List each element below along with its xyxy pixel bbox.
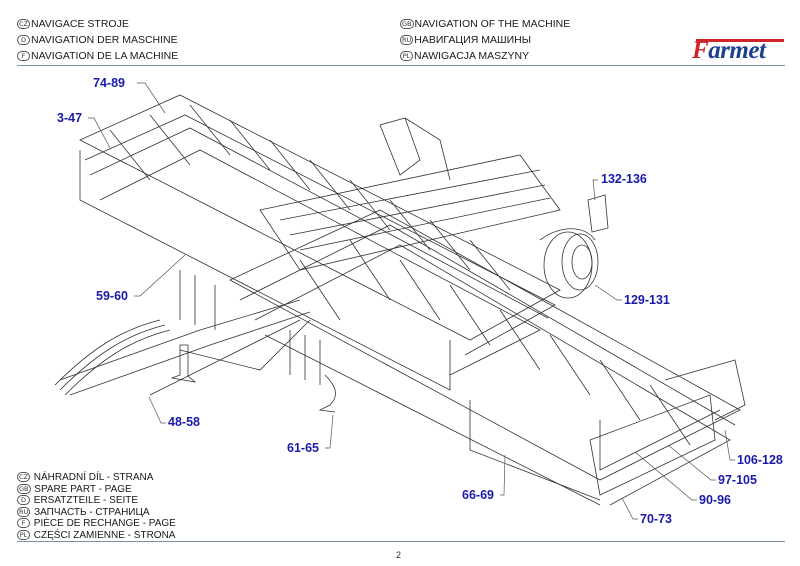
callout-97-105[interactable]: 97-105 <box>718 473 757 487</box>
lang-badge-cz: CZ <box>17 19 30 29</box>
callout-59-60[interactable]: 59-60 <box>96 289 128 303</box>
lang-badge-ru: RU <box>17 506 31 517</box>
leader-70-73 <box>621 497 638 520</box>
lang-badge-d: D <box>17 35 30 45</box>
lang-badge-ru: RU <box>400 35 414 45</box>
leader-59-60 <box>134 254 186 297</box>
callout-3-47[interactable]: 3-47 <box>57 111 83 125</box>
leader-90-96 <box>634 451 697 501</box>
callout-90-96[interactable]: 90-96 <box>699 493 731 507</box>
legend-gb: GB SPARE PART - PAGE <box>17 483 132 496</box>
leader-3-47 <box>88 117 111 149</box>
lang-badge-pl: PL <box>17 529 30 540</box>
header-text-cz: NAVIGACE STROJE <box>31 18 129 30</box>
legend-cz: CZ NÁHRADNÍ DÍL - STRANA <box>17 472 153 484</box>
logo-letters: armet <box>708 37 766 64</box>
callout-129-131[interactable]: 129-131 <box>624 293 670 307</box>
legend-text-d: ERSATZTEILE - SEITE <box>33 495 139 506</box>
farmet-logo: Farmet <box>692 35 785 65</box>
legend-text-ru: ЗАПЧАСТЬ - СТРАНИЦА <box>34 506 150 518</box>
legend-text-cz: NÁHRADNÍ DÍL - STRANA <box>33 472 154 483</box>
logo-text: Farmet <box>692 37 766 65</box>
header-text-pl: NAWIGACJA MASZYNY <box>414 50 530 62</box>
callout-48-58[interactable]: 48-58 <box>168 415 200 429</box>
legend-text-pl: CZĘŚCI ZAMIENNE - STRONA <box>33 529 176 541</box>
leader-66-69 <box>500 454 506 496</box>
logo-red-bar <box>696 39 784 42</box>
leader-lines <box>88 82 735 520</box>
lang-badge-f: F <box>17 51 30 61</box>
callout-66-69[interactable]: 66-69 <box>462 488 494 502</box>
lang-badge-gb: GB <box>17 483 31 494</box>
header-text-d: NAVIGATION DER MASCHINE <box>31 34 178 46</box>
legend-text-f: PIÈCE DE RECHANGE - PAGE <box>33 518 176 529</box>
leader-97-105 <box>667 444 716 481</box>
leader-129-131 <box>594 284 622 301</box>
leader-74-89 <box>137 82 166 114</box>
callout-70-73[interactable]: 70-73 <box>640 512 672 526</box>
lang-badge-cz: CZ <box>17 472 30 482</box>
legend-d: D ERSATZTEILE - SEITE <box>17 495 138 507</box>
page-number: 2 <box>396 550 402 560</box>
leader-48-58 <box>148 396 166 424</box>
legend-pl: PL CZĘŚCI ZAMIENNE - STRONA <box>17 529 176 542</box>
legend-ru: RU ЗАПЧАСТЬ - СТРАНИЦА <box>17 506 150 519</box>
header-text-gb: NAVIGATION OF THE MACHINE <box>414 18 571 30</box>
header-text-ru: НАВИГАЦИЯ МАШИНЫ <box>414 34 532 46</box>
legend-f: F PIÈCE DE RECHANGE - PAGE <box>17 518 176 530</box>
callout-74-89[interactable]: 74-89 <box>93 76 125 90</box>
header-text-f: NAVIGATION DE LA MACHINE <box>31 50 179 62</box>
lang-badge-d: D <box>17 495 30 505</box>
leader-132-136 <box>592 179 598 201</box>
legend-text-gb: SPARE PART - PAGE <box>34 483 132 495</box>
callout-61-65[interactable]: 61-65 <box>287 441 319 455</box>
lang-badge-gb: GB <box>400 19 414 29</box>
machine-frame <box>54 94 746 506</box>
lang-badge-f: F <box>17 518 30 528</box>
lang-badge-pl: PL <box>400 51 413 61</box>
leader-106-128 <box>724 429 735 461</box>
callout-132-136[interactable]: 132-136 <box>601 172 647 186</box>
callout-106-128[interactable]: 106-128 <box>737 453 783 467</box>
logo-letter-f: F <box>692 37 709 64</box>
header-divider <box>17 65 785 66</box>
leader-61-65 <box>325 414 334 449</box>
footer-divider <box>17 541 785 542</box>
